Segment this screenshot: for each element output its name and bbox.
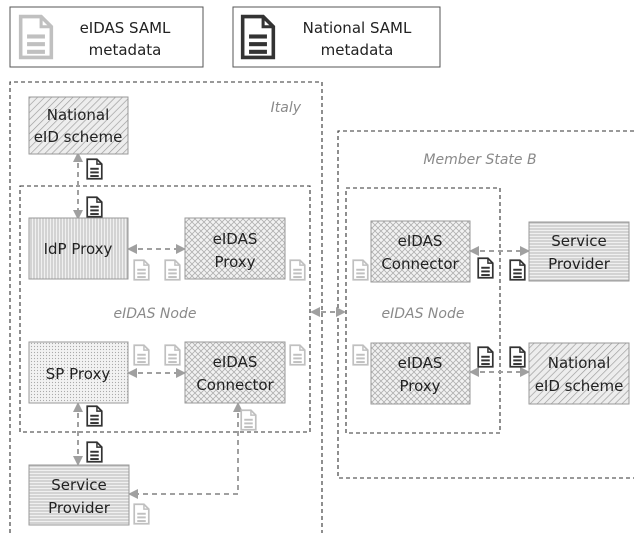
italy-national-eid-label-2: eID scheme bbox=[34, 128, 123, 146]
italy-service-provider-label-2: Provider bbox=[48, 499, 111, 517]
legend-eidas-label-2: metadata bbox=[89, 41, 162, 59]
italy-eidas-connector-label-2: Connector bbox=[196, 376, 274, 394]
italy-idp-proxy: IdP Proxy bbox=[28, 217, 129, 280]
eidas-metadata-icon bbox=[164, 259, 181, 281]
eidas-metadata-icon bbox=[240, 409, 257, 431]
national-metadata-icon bbox=[477, 257, 494, 279]
msb-eidas-connector-label-2: Connector bbox=[381, 255, 459, 273]
national-metadata-icon bbox=[86, 196, 103, 218]
sp-proxy-label: SP Proxy bbox=[46, 365, 111, 383]
legend: eIDAS SAML metadata National SAML metada… bbox=[9, 6, 441, 68]
member-state-b-region: Member State B eIDAS Node bbox=[337, 130, 634, 479]
italy-eidas-proxy-label-2: Proxy bbox=[214, 253, 255, 271]
msb-national-eid-scheme: National eID scheme bbox=[528, 342, 630, 405]
italy-national-eid-label-1: National bbox=[47, 106, 110, 124]
eidas-metadata-icon bbox=[133, 344, 150, 366]
national-metadata-icon bbox=[509, 259, 526, 281]
msb-eidas-node-border bbox=[345, 187, 501, 434]
msb-eidas-connector: eIDAS Connector bbox=[370, 220, 471, 283]
italy-eidas-node-label: eIDAS Node bbox=[114, 306, 197, 322]
msb-national-eid-label-2: eID scheme bbox=[535, 377, 624, 395]
eidas-metadata-icon bbox=[352, 259, 369, 281]
idp-proxy-label: IdP Proxy bbox=[44, 240, 113, 258]
eidas-metadata-icon bbox=[289, 344, 306, 366]
msb-eidas-proxy-label-2: Proxy bbox=[399, 377, 440, 395]
msb-region-label: Member State B bbox=[423, 152, 536, 168]
national-metadata-icon bbox=[86, 158, 103, 180]
italy-national-eid-scheme: National eID scheme bbox=[28, 96, 129, 155]
italy-service-provider: Service Provider bbox=[28, 464, 130, 526]
national-metadata-icon bbox=[477, 346, 494, 368]
eidas-metadata-icon bbox=[352, 344, 369, 366]
national-metadata-icon bbox=[509, 346, 526, 368]
msb-service-provider: Service Provider bbox=[528, 221, 630, 282]
connectors bbox=[73, 152, 530, 499]
legend-eidas-label-1: eIDAS SAML bbox=[80, 19, 171, 37]
italy-eidas-proxy: eIDAS Proxy bbox=[184, 217, 286, 280]
msb-service-provider-label-2: Provider bbox=[548, 255, 611, 273]
italy-region-label: Italy bbox=[271, 100, 302, 116]
eidas-metadata-icon bbox=[133, 259, 150, 281]
national-metadata-legend-icon bbox=[240, 14, 276, 60]
national-metadata-icon bbox=[86, 441, 103, 463]
msb-eidas-proxy-label-1: eIDAS bbox=[398, 354, 443, 372]
italy-eidas-connector-label-1: eIDAS bbox=[213, 353, 258, 371]
arrow-eidas-connector-service-provider bbox=[128, 402, 243, 499]
italy-service-provider-label-1: Service bbox=[51, 476, 106, 494]
italy-eidas-connector: eIDAS Connector bbox=[184, 341, 286, 404]
legend-national-label-2: metadata bbox=[321, 41, 394, 59]
eidas-metadata-legend-icon bbox=[18, 14, 54, 60]
italy-sp-proxy: SP Proxy bbox=[28, 341, 129, 404]
metadata-icons bbox=[86, 158, 526, 525]
eidas-metadata-icon bbox=[133, 503, 150, 525]
msb-eidas-proxy: eIDAS Proxy bbox=[370, 342, 471, 405]
msb-region-border bbox=[337, 130, 634, 479]
msb-eidas-connector-label-1: eIDAS bbox=[398, 232, 443, 250]
legend-national-label-1: National SAML bbox=[303, 19, 412, 37]
eidas-metadata-icon bbox=[164, 344, 181, 366]
msb-eidas-node-label: eIDAS Node bbox=[382, 306, 465, 322]
msb-national-eid-label-1: National bbox=[548, 354, 611, 372]
italy-eidas-proxy-label-1: eIDAS bbox=[213, 230, 258, 248]
msb-service-provider-label-1: Service bbox=[551, 232, 606, 250]
eidas-metadata-icon bbox=[289, 259, 306, 281]
national-metadata-icon bbox=[86, 405, 103, 427]
